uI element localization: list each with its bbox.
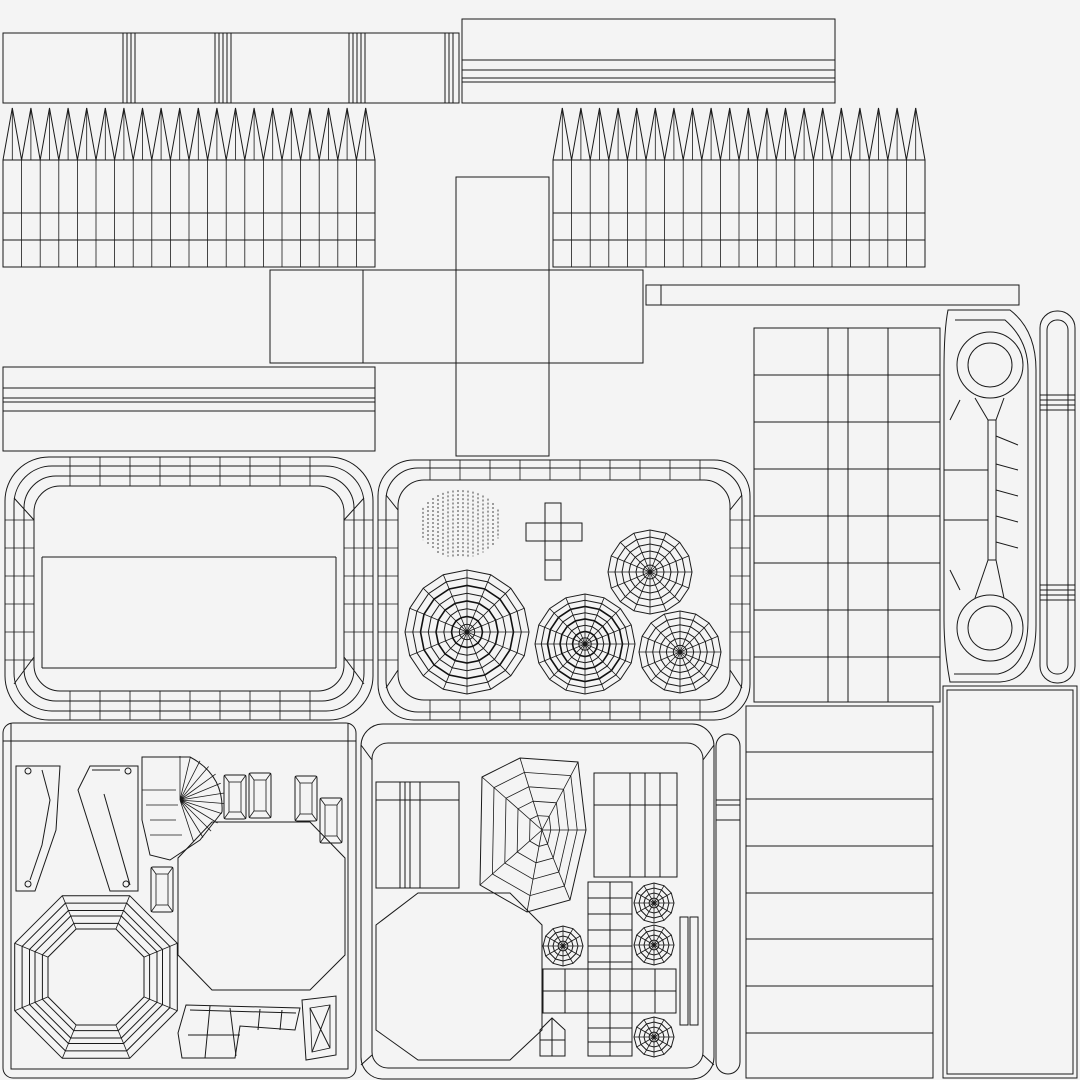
uv-island-tray-controller-face <box>377 459 751 721</box>
uv-island-handle <box>943 309 1037 683</box>
uv-island-radial-disc <box>633 882 675 924</box>
uv-island-radial-disc <box>542 925 584 967</box>
uv-island-web-shape <box>479 757 587 913</box>
uv-island-radial-disc <box>607 529 693 615</box>
uv-island-radial-disc <box>404 569 530 695</box>
uv-island-tray-left <box>4 456 374 721</box>
dpad-cross-island <box>525 502 583 581</box>
uv-island-grid-column <box>753 327 941 703</box>
uv-island-tall-panel <box>942 685 1078 1079</box>
uv-island-top-right-band <box>461 18 836 104</box>
uv-island-vertical-pill <box>715 733 741 1075</box>
uv-island-panel-bottom-left <box>2 722 357 1079</box>
uv-island-radial-disc <box>638 610 722 694</box>
uv-island-dark-cross <box>542 881 677 1057</box>
uv-island-top-left-band <box>2 32 460 104</box>
uv-island-radial-disc <box>633 1016 675 1058</box>
uv-island-picket-row-right <box>552 107 926 268</box>
uv-island-cross-unwrap <box>269 176 644 457</box>
uv-island-fan <box>141 756 224 861</box>
uv-island-radial-disc <box>633 924 675 966</box>
uv-island-panel-bottom-middle <box>360 723 715 1080</box>
uv-island-thin-strip <box>645 284 1020 306</box>
speaker-grille-pattern <box>422 490 499 558</box>
uv-island-octagon-ring <box>14 895 178 1059</box>
uv-island-radial-disc <box>534 593 636 695</box>
uv-island-stacked-boards <box>745 705 934 1079</box>
uv-island-picket-row-left <box>2 107 376 268</box>
uv-island-capsule <box>1039 310 1076 684</box>
uv-island-mid-left-band <box>2 366 376 452</box>
